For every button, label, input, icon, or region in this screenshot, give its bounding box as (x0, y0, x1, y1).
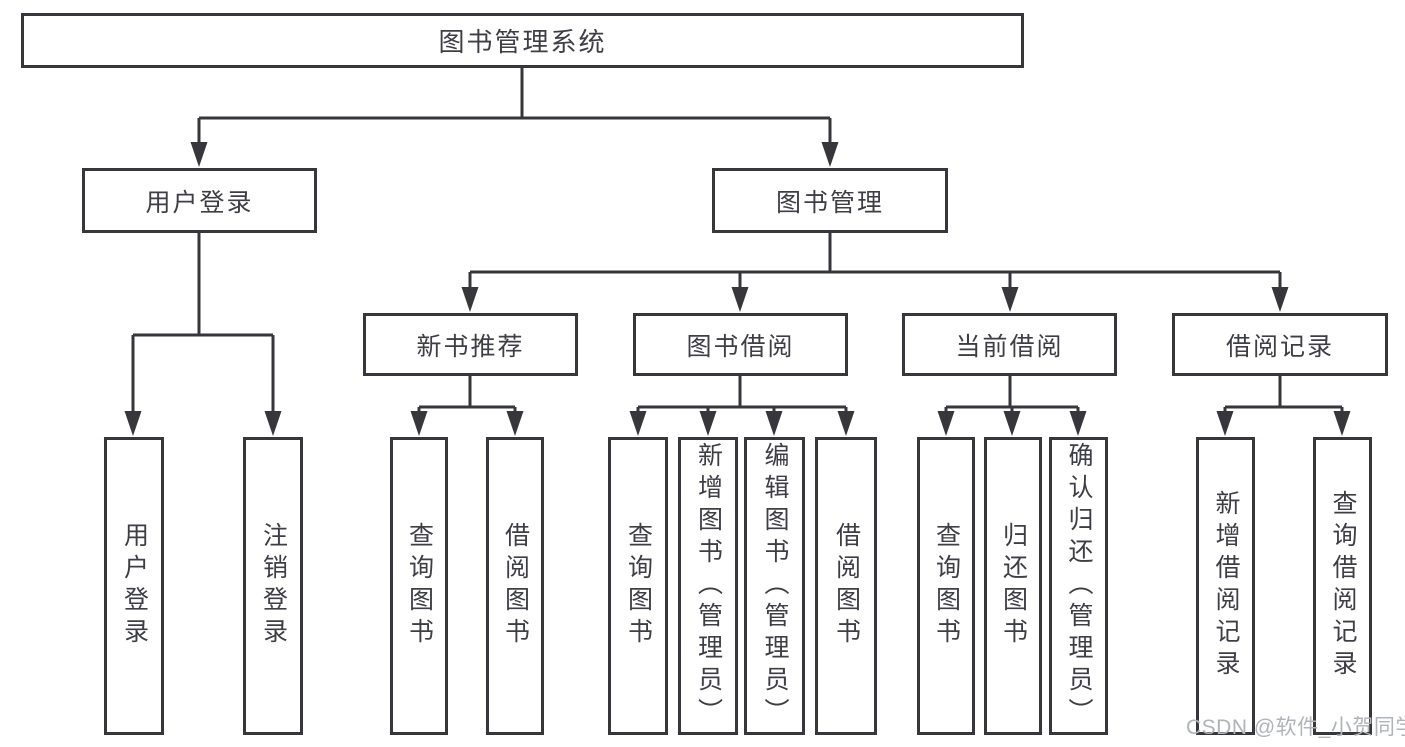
node-current-borrowing: 当前借阅 (902, 313, 1117, 376)
arrowhead (410, 411, 428, 436)
leaf-records-add-borrow-record: 新增借阅记录 (1196, 437, 1255, 735)
arrowhead (699, 411, 717, 436)
arrowhead (821, 142, 839, 167)
arrowhead (264, 411, 282, 436)
leaf-logout: 注销登录 (243, 437, 303, 735)
leaf-current-query-books: 查询图书 (917, 437, 975, 735)
leaf-newbook-borrow-books: 借阅图书 (486, 437, 544, 735)
node-new-book-recommendation: 新书推荐 (363, 313, 578, 376)
arrowhead (1271, 287, 1289, 312)
arrowhead (837, 411, 855, 436)
leaf-bookborrow-edit-books-admin: 编辑图书（管理员） (744, 437, 805, 735)
arrowhead (461, 287, 479, 312)
leaf-bookborrow-borrow-books: 借阅图书 (815, 437, 877, 735)
node-user-login: 用户登录 (82, 168, 317, 233)
arrowhead (1003, 411, 1021, 436)
arrowhead (731, 287, 749, 312)
arrowhead (1216, 411, 1234, 436)
csdn-watermark: CSDN @软件_小贺同学 (1186, 716, 1405, 739)
arrowhead (1333, 411, 1351, 436)
arrowhead (629, 411, 647, 436)
leaf-newbook-query-books: 查询图书 (390, 437, 448, 735)
arrowhead (937, 411, 955, 436)
arrowhead (506, 411, 524, 436)
node-book-borrowing: 图书借阅 (633, 313, 848, 376)
leaf-current-confirm-return-admin: 确认归还（管理员） (1049, 437, 1108, 735)
arrowhead (765, 411, 783, 436)
node-book-management: 图书管理 (712, 168, 948, 233)
node-borrowing-records: 借阅记录 (1172, 313, 1388, 376)
arrowhead (190, 142, 208, 167)
leaf-bookborrow-add-books-admin: 新增图书（管理员） (678, 437, 738, 735)
leaf-records-query-borrow-record: 查询借阅记录 (1313, 437, 1372, 735)
arrowhead (124, 411, 142, 436)
leaf-user-login: 用户登录 (104, 437, 164, 735)
arrowhead (1069, 411, 1087, 436)
node-library-management-system: 图书管理系统 (21, 13, 1024, 68)
leaf-bookborrow-query-books: 查询图书 (608, 437, 668, 735)
leaf-current-return-books: 归还图书 (984, 437, 1042, 735)
arrowhead (1001, 287, 1019, 312)
